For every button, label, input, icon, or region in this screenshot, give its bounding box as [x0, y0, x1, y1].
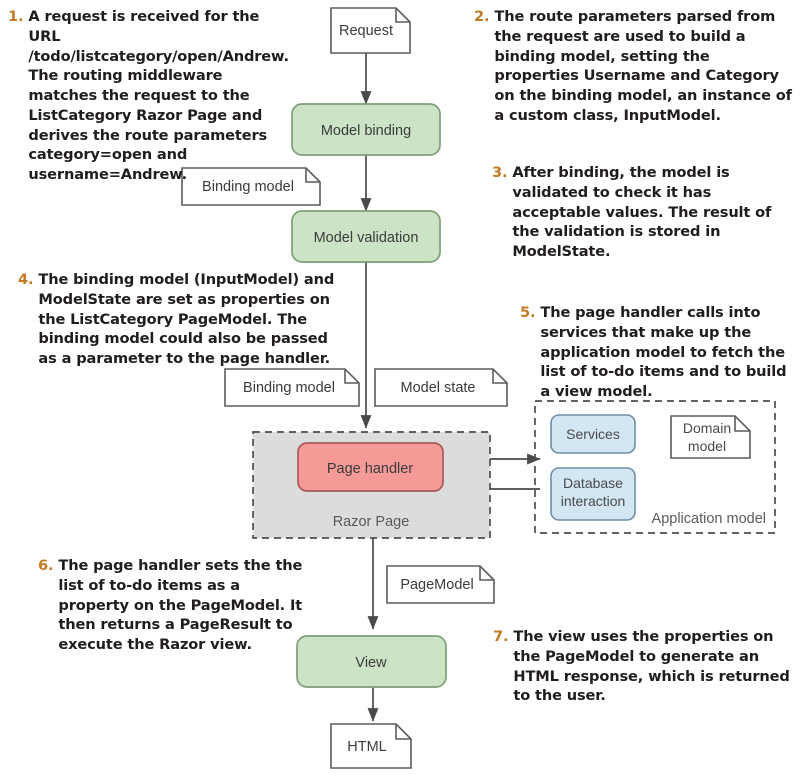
- caption-3: 3. After binding, the model is validated…: [492, 163, 772, 262]
- node-model-state-label: Model state: [401, 380, 476, 396]
- caption-2-number: 2.: [474, 8, 490, 25]
- node-database-interaction: Database interaction: [550, 467, 636, 521]
- node-page-handler: Page handler: [297, 442, 444, 492]
- caption-6-text: The page handler sets the the list of to…: [58, 557, 303, 654]
- caption-4-text: The binding model (InputModel) and Model…: [38, 271, 335, 368]
- node-view-label: View: [355, 655, 387, 671]
- caption-3-number: 3.: [492, 164, 508, 181]
- node-html-label: HTML: [347, 739, 386, 755]
- node-page-handler-label: Page handler: [327, 461, 413, 477]
- node-request-label: Request: [339, 23, 393, 39]
- node-model-validation: Model validation: [291, 210, 441, 263]
- node-domain-model-label-2: model: [688, 438, 726, 454]
- caption-3-text: After binding, the model is validated to…: [512, 164, 772, 261]
- caption-4-number: 4.: [18, 271, 34, 288]
- application-model-label: Application model: [652, 511, 766, 527]
- caption-4: 4. The binding model (InputModel) and Mo…: [18, 270, 338, 369]
- node-model-state: Model state: [374, 368, 508, 407]
- node-database-interaction-label-2: interaction: [561, 493, 626, 509]
- node-page-model: PageModel: [386, 565, 495, 604]
- application-model-group: Application model: [534, 400, 776, 534]
- node-request: Request: [330, 7, 411, 54]
- caption-1: 1. A request is received for the URL /to…: [8, 7, 291, 185]
- node-binding-model-2-label: Binding model: [243, 380, 335, 396]
- node-model-binding: Model binding: [291, 103, 441, 156]
- caption-7: 7. The view uses the properties on the P…: [493, 627, 793, 706]
- caption-5-text: The page handler calls into services tha…: [540, 304, 787, 401]
- node-services-label: Services: [566, 426, 620, 442]
- node-domain-model: Domain model: [670, 415, 751, 459]
- node-binding-model-1-label: Binding model: [202, 179, 294, 195]
- caption-5-number: 5.: [520, 304, 536, 321]
- caption-6: 6. The page handler sets the the list of…: [38, 556, 304, 655]
- node-page-model-label: PageModel: [400, 577, 473, 593]
- node-view: View: [296, 635, 447, 688]
- node-html: HTML: [330, 723, 412, 769]
- node-model-validation-label: Model validation: [314, 230, 419, 246]
- razor-page-label: Razor Page: [333, 514, 410, 530]
- caption-7-text: The view uses the properties on the Page…: [513, 628, 790, 705]
- node-database-interaction-label-1: Database: [563, 475, 623, 491]
- node-model-binding-label: Model binding: [321, 123, 411, 139]
- caption-7-number: 7.: [493, 628, 509, 645]
- node-domain-model-label-1: Domain: [683, 420, 731, 436]
- caption-1-text: A request is received for the URL /todo/…: [28, 8, 289, 184]
- caption-6-number: 6.: [38, 557, 54, 574]
- caption-1-number: 1.: [8, 8, 24, 25]
- node-binding-model-1: Binding model: [181, 167, 321, 206]
- caption-2: 2. The route parameters parsed from the …: [474, 7, 796, 126]
- caption-5: 5. The page handler calls into services …: [520, 303, 788, 402]
- node-binding-model-2: Binding model: [224, 368, 360, 407]
- node-services: Services: [550, 414, 636, 454]
- caption-2-text: The route parameters parsed from the req…: [494, 8, 792, 124]
